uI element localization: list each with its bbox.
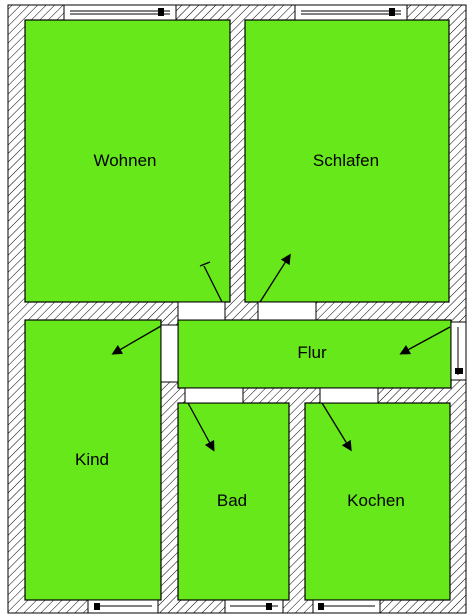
room-wohnen xyxy=(24,19,231,303)
room-label-flur: Flur xyxy=(297,343,327,362)
door-leaf-schlafen xyxy=(259,253,291,303)
door-leaf-kochen xyxy=(321,402,352,452)
room-bad xyxy=(177,402,290,601)
room-label-wohnen: Wohnen xyxy=(93,151,156,170)
door-opening-schlafen xyxy=(257,301,317,321)
door-leaf-bad xyxy=(187,402,215,452)
window-flur xyxy=(450,321,467,381)
door-leaf-kind xyxy=(111,325,162,355)
room-label-kochen: Kochen xyxy=(347,491,405,510)
window-bad xyxy=(224,599,284,614)
door-opening-kochen xyxy=(319,387,379,404)
door-opening-bad xyxy=(184,387,244,404)
room-label-bad: Bad xyxy=(217,491,247,510)
window-kochen xyxy=(312,599,381,614)
room-label-schlafen: Schlafen xyxy=(313,151,379,170)
window-kind xyxy=(87,599,159,614)
room-label-kind: Kind xyxy=(75,450,109,469)
room-kind xyxy=(24,319,162,601)
door-opening-kind xyxy=(160,324,179,383)
window-wohnen xyxy=(63,4,177,21)
window-schlafen xyxy=(294,4,408,21)
door-leaf-wohnen xyxy=(199,261,223,303)
door-leaf-flur-window xyxy=(399,326,451,355)
door-opening-wohnen xyxy=(177,301,226,321)
